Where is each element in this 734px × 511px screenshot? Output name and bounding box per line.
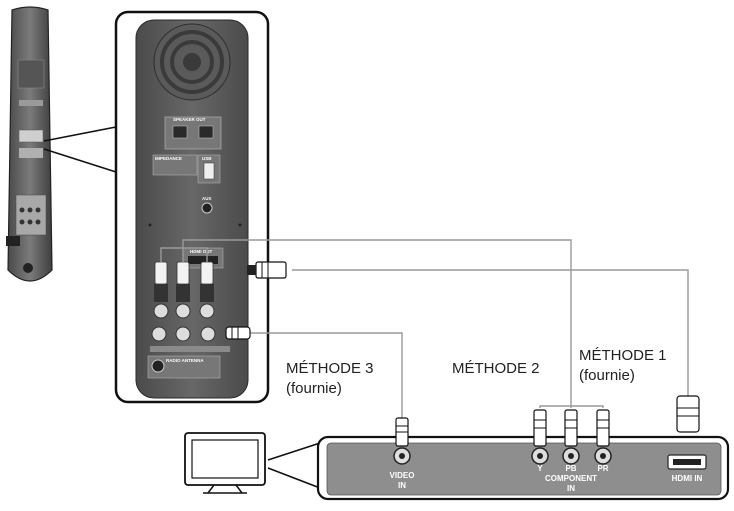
tv-callout [267, 442, 321, 489]
component-in-label-2: IN [567, 484, 575, 493]
component-pb-label: PB [565, 464, 576, 473]
method-1-label: MÉTHODE 1 [579, 347, 667, 364]
radio-antenna-label: RADIO ANTENNA [166, 358, 204, 363]
method-1-note: (fournie) [579, 367, 635, 384]
component-pr-label: PR [597, 464, 608, 473]
speaker-out-label: SPEAKER OUT [173, 117, 206, 122]
hdmi-plug-panel [247, 261, 287, 279]
method-3-label: MÉTHODE 3 [286, 360, 374, 377]
unit-overview [6, 6, 53, 282]
video-in-label-2: IN [398, 481, 406, 490]
aux-label: AUX [202, 196, 212, 201]
hdmi-in-label: HDMI IN [672, 474, 703, 483]
tv-icon [184, 432, 266, 494]
hdmi-out-label: HDMI OUT [190, 249, 212, 254]
method-2-label: MÉTHODE 2 [452, 360, 540, 377]
usb-label: USB [202, 156, 212, 161]
video-plug-panel [225, 326, 251, 340]
cables [160, 239, 689, 418]
rear-panel-zoom [114, 10, 270, 404]
zoom-callout [43, 126, 117, 173]
method-3-note: (fournie) [286, 380, 342, 397]
tv-input-panel [316, 435, 730, 501]
component-in-label: COMPONENT [545, 474, 597, 483]
component-y-label: Y [537, 464, 543, 473]
impedance-label: IMPEDANCE [155, 156, 182, 161]
video-in-label: VIDEO [390, 471, 415, 480]
